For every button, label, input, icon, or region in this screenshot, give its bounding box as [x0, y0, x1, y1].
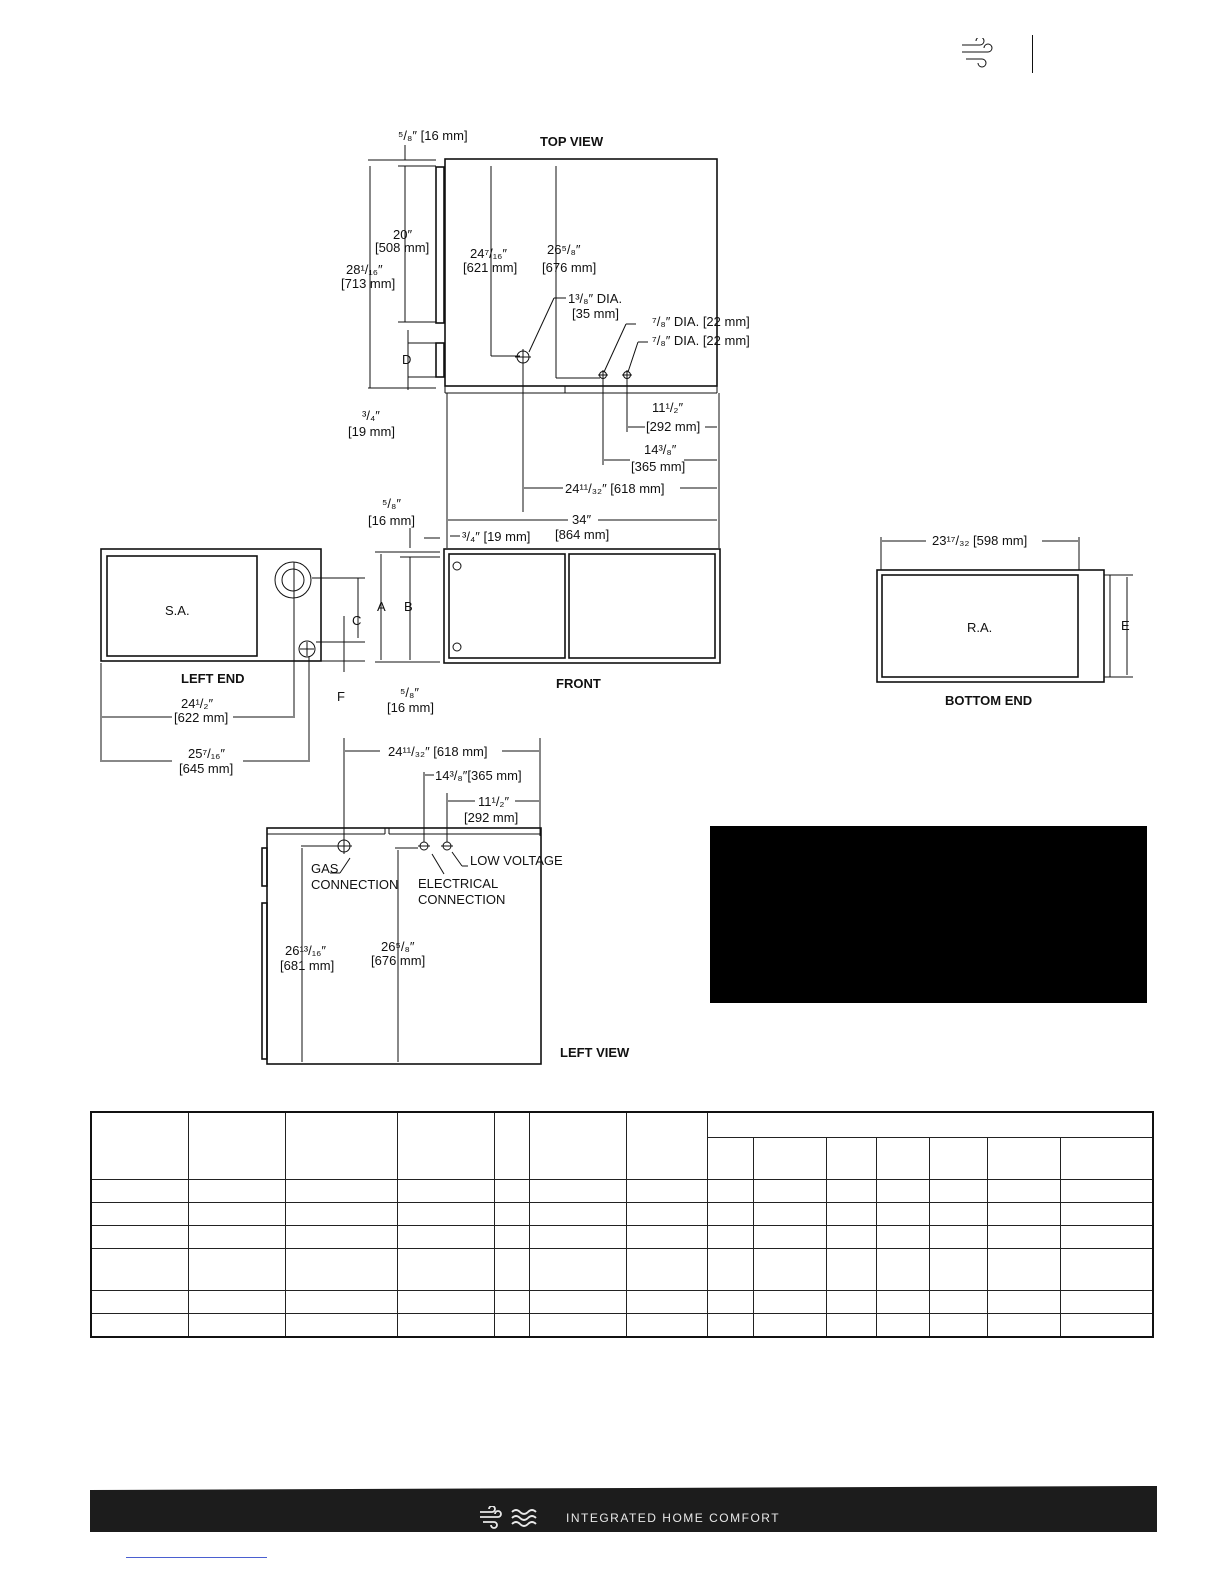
dim-lv-14: 14³/₈″[365 mm]: [435, 768, 522, 783]
dimension-diagram: TOP VIEW ⁵/₈″ [16 mm] 20″ [508 mm] 28¹/₁…: [100, 128, 1133, 1065]
dim-11: 11¹/₂″: [652, 400, 683, 415]
dim-23: 23¹⁷/₃₂ [598 mm]: [932, 533, 1027, 548]
label-b: B: [404, 599, 413, 614]
dim-24-1-mm: [622 mm]: [174, 710, 228, 725]
dim-dia-7-8-a: ⁷/₈″ DIA. [22 mm]: [652, 314, 750, 329]
dim-34-mm: [864 mm]: [555, 527, 609, 542]
footer-logo: [480, 1506, 537, 1529]
table-row: [90, 1289, 1154, 1314]
dim-20: 20″: [393, 227, 412, 242]
dim-34: 34″: [572, 512, 591, 527]
left-end-title: LEFT END: [181, 671, 245, 686]
dim-front-5-8-mm: [16 mm]: [387, 700, 434, 715]
dim-3-4-19: ³/₄″ [19 mm]: [462, 529, 530, 544]
air-flow-icon: [962, 38, 993, 68]
label-electrical: ELECTRICAL: [418, 876, 498, 891]
dim-24-1: 24¹/₂″: [181, 696, 213, 711]
label-ra: R.A.: [967, 620, 992, 635]
table-header-cell: [494, 1111, 530, 1180]
footer-bar: [90, 1486, 1157, 1532]
dim-24-11: 24¹¹/₃₂″ [618 mm]: [565, 481, 664, 496]
table-row: [90, 1312, 1154, 1338]
left-view: 24¹¹/₃₂″ [618 mm] 14³/₈″[365 mm] 11¹/₂″ …: [261, 738, 630, 1065]
dim-5-8: ⁵/₈″: [382, 496, 401, 511]
dim-lv-26-13-mm: [681 mm]: [280, 958, 334, 973]
table-row: [90, 1201, 1154, 1226]
label-d: D: [402, 352, 411, 367]
footer-link-underline[interactable]: [126, 1557, 267, 1558]
footer-brand-text: INTEGRATED HOME COMFORT: [566, 1511, 781, 1525]
dim-24-7: 24⁷/₁₆″: [470, 246, 507, 261]
top-view-title: TOP VIEW: [540, 134, 604, 149]
air-flow-icon: [480, 1506, 502, 1529]
dim-dia-1-3-8: 1³/₈″ DIA.: [568, 291, 622, 306]
redacted-panel: [710, 826, 1147, 1003]
table-header-cell: [987, 1137, 1061, 1180]
dim-24-7-mm: [621 mm]: [463, 260, 517, 275]
table-header-cell: [753, 1137, 827, 1180]
label-e: E: [1121, 618, 1130, 633]
dim-lv-26-5-mm: [676 mm]: [371, 953, 425, 968]
dim-lv-11-mm: [292 mm]: [464, 810, 518, 825]
dim-3-4-mm: [19 mm]: [348, 424, 395, 439]
dim-28-mm: [713 mm]: [341, 276, 395, 291]
dim-5-8-mm: [16 mm]: [368, 513, 415, 528]
dim-20-mm: [508 mm]: [375, 240, 429, 255]
dim-dia-1-3-8-mm: [35 mm]: [572, 306, 619, 321]
table-header-cell: [826, 1137, 877, 1180]
dim-lv-26-5: 26⁵/₈″: [381, 939, 415, 954]
label-electrical-connection: CONNECTION: [418, 892, 505, 907]
label-sa: S.A.: [165, 603, 190, 618]
label-gas: GAS: [311, 861, 339, 876]
table-header-cell: [707, 1137, 754, 1180]
dim-26-5: 26⁵/₈″: [547, 242, 581, 257]
dim-lv-11: 11¹/₂″: [478, 794, 509, 809]
dim-25-mm: [645 mm]: [179, 761, 233, 776]
dim-lv-26-13: 26¹³/₁₆″: [285, 943, 326, 958]
header-divider: [1032, 35, 1033, 73]
water-wave-icon: [511, 1509, 537, 1527]
left-view-title: LEFT VIEW: [560, 1045, 630, 1060]
table-row: [90, 1178, 1154, 1203]
dim-25: 25⁷/₁₆″: [188, 746, 225, 761]
top-view: TOP VIEW ⁵/₈″ [16 mm] 20″ [508 mm] 28¹/₁…: [341, 128, 750, 548]
dim-dia-7-8-b: ⁷/₈″ DIA. [22 mm]: [652, 333, 750, 348]
table-header-cell: [397, 1111, 495, 1180]
dim-3-4: ³/₄″: [362, 408, 380, 423]
dim-front-5-8: ⁵/₈″: [400, 685, 419, 700]
table-header-cell: [90, 1111, 189, 1180]
table-header-group: [707, 1111, 1154, 1139]
front-view: A B FRONT ⁵/₈″ [16 mm]: [375, 548, 721, 715]
table-header-cell: [529, 1111, 627, 1180]
dim-26-5-mm: [676 mm]: [542, 260, 596, 275]
bottom-end-view: 23¹⁷/₃₂ [598 mm] E R.A. BOTTOM END: [876, 533, 1133, 708]
dimensions-table: [90, 1111, 1154, 1338]
table-header-cell: [188, 1111, 286, 1180]
dim-14-mm: [365 mm]: [631, 459, 685, 474]
table-header-cell: [626, 1111, 708, 1180]
dim-11-mm: [292 mm]: [646, 419, 700, 434]
dim-28: 28¹/₁₆″: [346, 262, 383, 277]
bottom-end-title: BOTTOM END: [945, 693, 1032, 708]
table-row: [90, 1224, 1154, 1250]
front-title: FRONT: [556, 676, 601, 691]
table-header-cell: [285, 1111, 398, 1180]
table-header-cell: [929, 1137, 988, 1180]
dim-lv-24-11: 24¹¹/₃₂″ [618 mm]: [388, 744, 487, 759]
left-end-view: S.A. C F LEFT END 24¹/₂″ [622 mm] 25⁷/₁₆…: [100, 548, 365, 776]
label-gas-connection: CONNECTION: [311, 877, 398, 892]
label-f: F: [337, 689, 345, 704]
dim-14: 14³/₈″: [644, 442, 677, 457]
dim-top-5-8: ⁵/₈″ [16 mm]: [398, 128, 468, 143]
label-a: A: [377, 599, 386, 614]
table-header-cell: [876, 1137, 930, 1180]
label-low-voltage: LOW VOLTAGE: [470, 853, 563, 868]
table-row: [90, 1248, 1154, 1291]
table-header-cell: [1060, 1137, 1154, 1180]
label-c: C: [352, 613, 361, 628]
